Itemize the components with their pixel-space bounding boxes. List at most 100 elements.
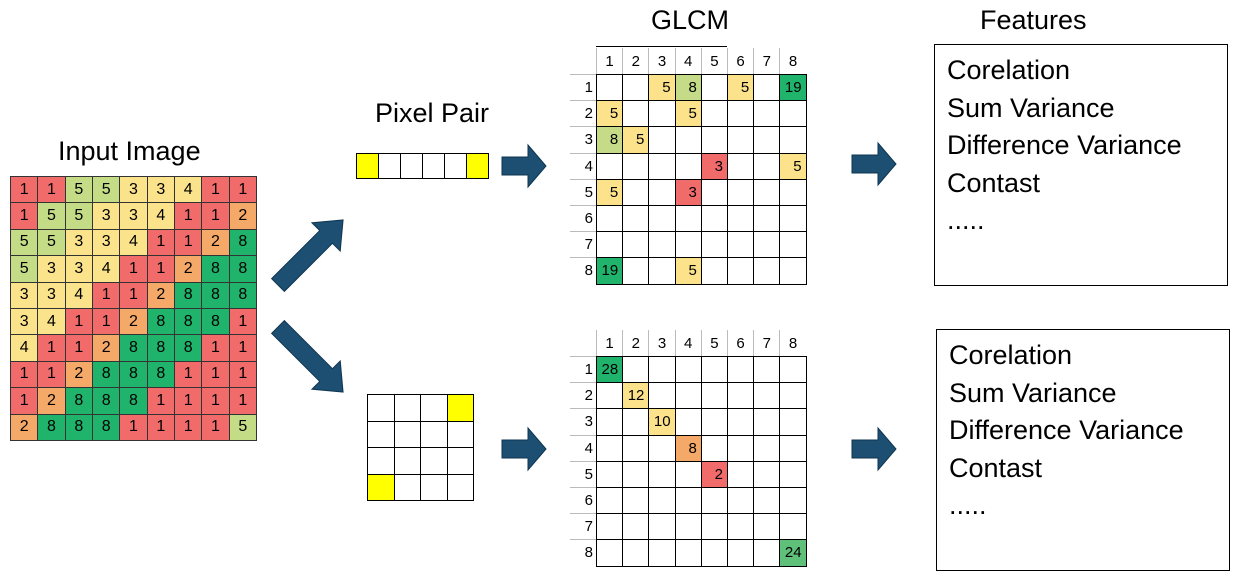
pixel-cell: 8	[37, 413, 66, 441]
pixel-cell: 2	[228, 202, 257, 230]
feature-item: Contast	[947, 167, 1041, 198]
glcm-cell	[727, 178, 755, 206]
pixel-cell: 4	[64, 281, 93, 309]
glcm-row-header: 6	[570, 205, 596, 231]
glcm-cell	[622, 231, 650, 259]
glcm-cell: 5	[596, 178, 624, 206]
glcm-title: GLCM	[651, 5, 730, 35]
glcm-cell	[727, 513, 755, 541]
glcm-row-header: 2	[570, 382, 596, 408]
glcm-cell: 10	[648, 408, 676, 436]
feature-item: Corelation	[947, 55, 1071, 85]
arrow-right-icon	[501, 426, 547, 472]
glcm-column-header: 2	[622, 48, 648, 74]
pixel-cell: 1	[10, 387, 39, 415]
pixel-pair-horizontal	[356, 153, 489, 179]
glcm-cell	[727, 382, 755, 410]
arrow-right-icon	[851, 426, 897, 472]
glcm-cell	[753, 257, 781, 285]
glcm-cell	[753, 382, 781, 410]
glcm-row-header: 3	[570, 126, 596, 152]
pixel-cell: 1	[37, 360, 66, 389]
pixel-cell: 1	[10, 176, 39, 204]
pixel-pair-cell	[446, 447, 474, 475]
pixel-cell: 1	[228, 176, 257, 204]
glcm-cell	[648, 356, 676, 384]
pixel-cell: 1	[201, 334, 230, 362]
glcm-cell	[648, 539, 676, 567]
glcm-cell	[753, 178, 781, 206]
pixel-cell: 3	[119, 176, 148, 204]
pixel-cell: 1	[228, 334, 257, 362]
glcm-cell	[779, 434, 807, 462]
glcm-cell	[727, 126, 755, 154]
glcm-row-header: 1	[570, 74, 596, 100]
pixel-cell: 3	[37, 281, 66, 309]
feature-item: Sum Variance	[949, 377, 1117, 408]
pixel-cell: 5	[228, 413, 257, 441]
glcm-row-header: 5	[570, 178, 596, 205]
glcm-row-header: 5	[570, 460, 596, 487]
pixel-cell: 8	[201, 308, 230, 336]
pixel-cell: 1	[201, 176, 230, 204]
pixel-cell: 5	[37, 202, 66, 230]
glcm-cell	[596, 231, 624, 259]
glcm-cell: 5	[596, 100, 624, 128]
glcm-cell	[622, 408, 650, 436]
pixel-cell: 8	[174, 281, 203, 309]
glcm-column-header: 3	[648, 330, 674, 356]
features-title: Features	[980, 5, 1087, 35]
pixel-cell: 1	[119, 255, 148, 283]
pixel-cell: 1	[174, 413, 203, 441]
glcm-column-header: 7	[753, 48, 779, 74]
pixel-cell: 1	[174, 228, 203, 257]
pixel-cell: 1	[228, 308, 257, 336]
glcm-column-header: 4	[674, 330, 701, 356]
glcm-cell	[674, 382, 702, 410]
glcm-cell	[753, 513, 781, 541]
pixel-cell: 8	[92, 413, 121, 441]
glcm-cell	[648, 434, 676, 462]
glcm-cell	[648, 231, 676, 259]
input-image-title: Input Image	[58, 136, 201, 166]
pixel-cell: 8	[146, 360, 175, 389]
glcm-cell	[753, 460, 781, 488]
glcm-cell	[596, 434, 624, 462]
pixel-cell: 2	[174, 255, 203, 283]
pixel-pair-cell	[420, 447, 448, 475]
glcm-cell	[779, 460, 807, 488]
glcm-cell	[622, 205, 650, 233]
glcm-row-header: 7	[570, 513, 596, 539]
glcm-column-header: 8	[779, 330, 805, 356]
pixel-pair-cell	[466, 153, 489, 179]
glcm-column-header: 2	[622, 330, 648, 356]
pixel-cell: 4	[37, 308, 66, 336]
glcm-cell	[596, 460, 624, 488]
glcm-cell	[727, 539, 755, 567]
pixel-pair-title: Pixel Pair	[375, 98, 490, 128]
glcm-column-header: 6	[727, 330, 753, 356]
pixel-cell: 2	[10, 413, 39, 441]
feature-item: Difference Variance	[947, 130, 1182, 160]
glcm-cell	[700, 539, 728, 567]
feature-item: Difference Variance	[949, 415, 1184, 445]
pixel-cell: 1	[146, 387, 175, 415]
glcm-cell: 19	[596, 257, 624, 285]
glcm-row-header: 3	[570, 408, 596, 434]
glcm-cell	[753, 152, 781, 180]
glcm-cell	[779, 513, 807, 541]
glcm-column-header: 1	[596, 48, 622, 74]
glcm-cell	[779, 382, 807, 410]
glcm-cell	[622, 539, 650, 567]
glcm-cell	[648, 257, 676, 285]
pixel-cell: 1	[174, 202, 203, 230]
glcm-cell: 2	[700, 460, 728, 488]
glcm-cell	[648, 100, 676, 128]
glcm-column-header: 3	[648, 48, 674, 74]
glcm-cell: 24	[779, 539, 807, 567]
glcm-cell	[700, 356, 728, 384]
glcm-column-header: 1	[596, 330, 622, 356]
